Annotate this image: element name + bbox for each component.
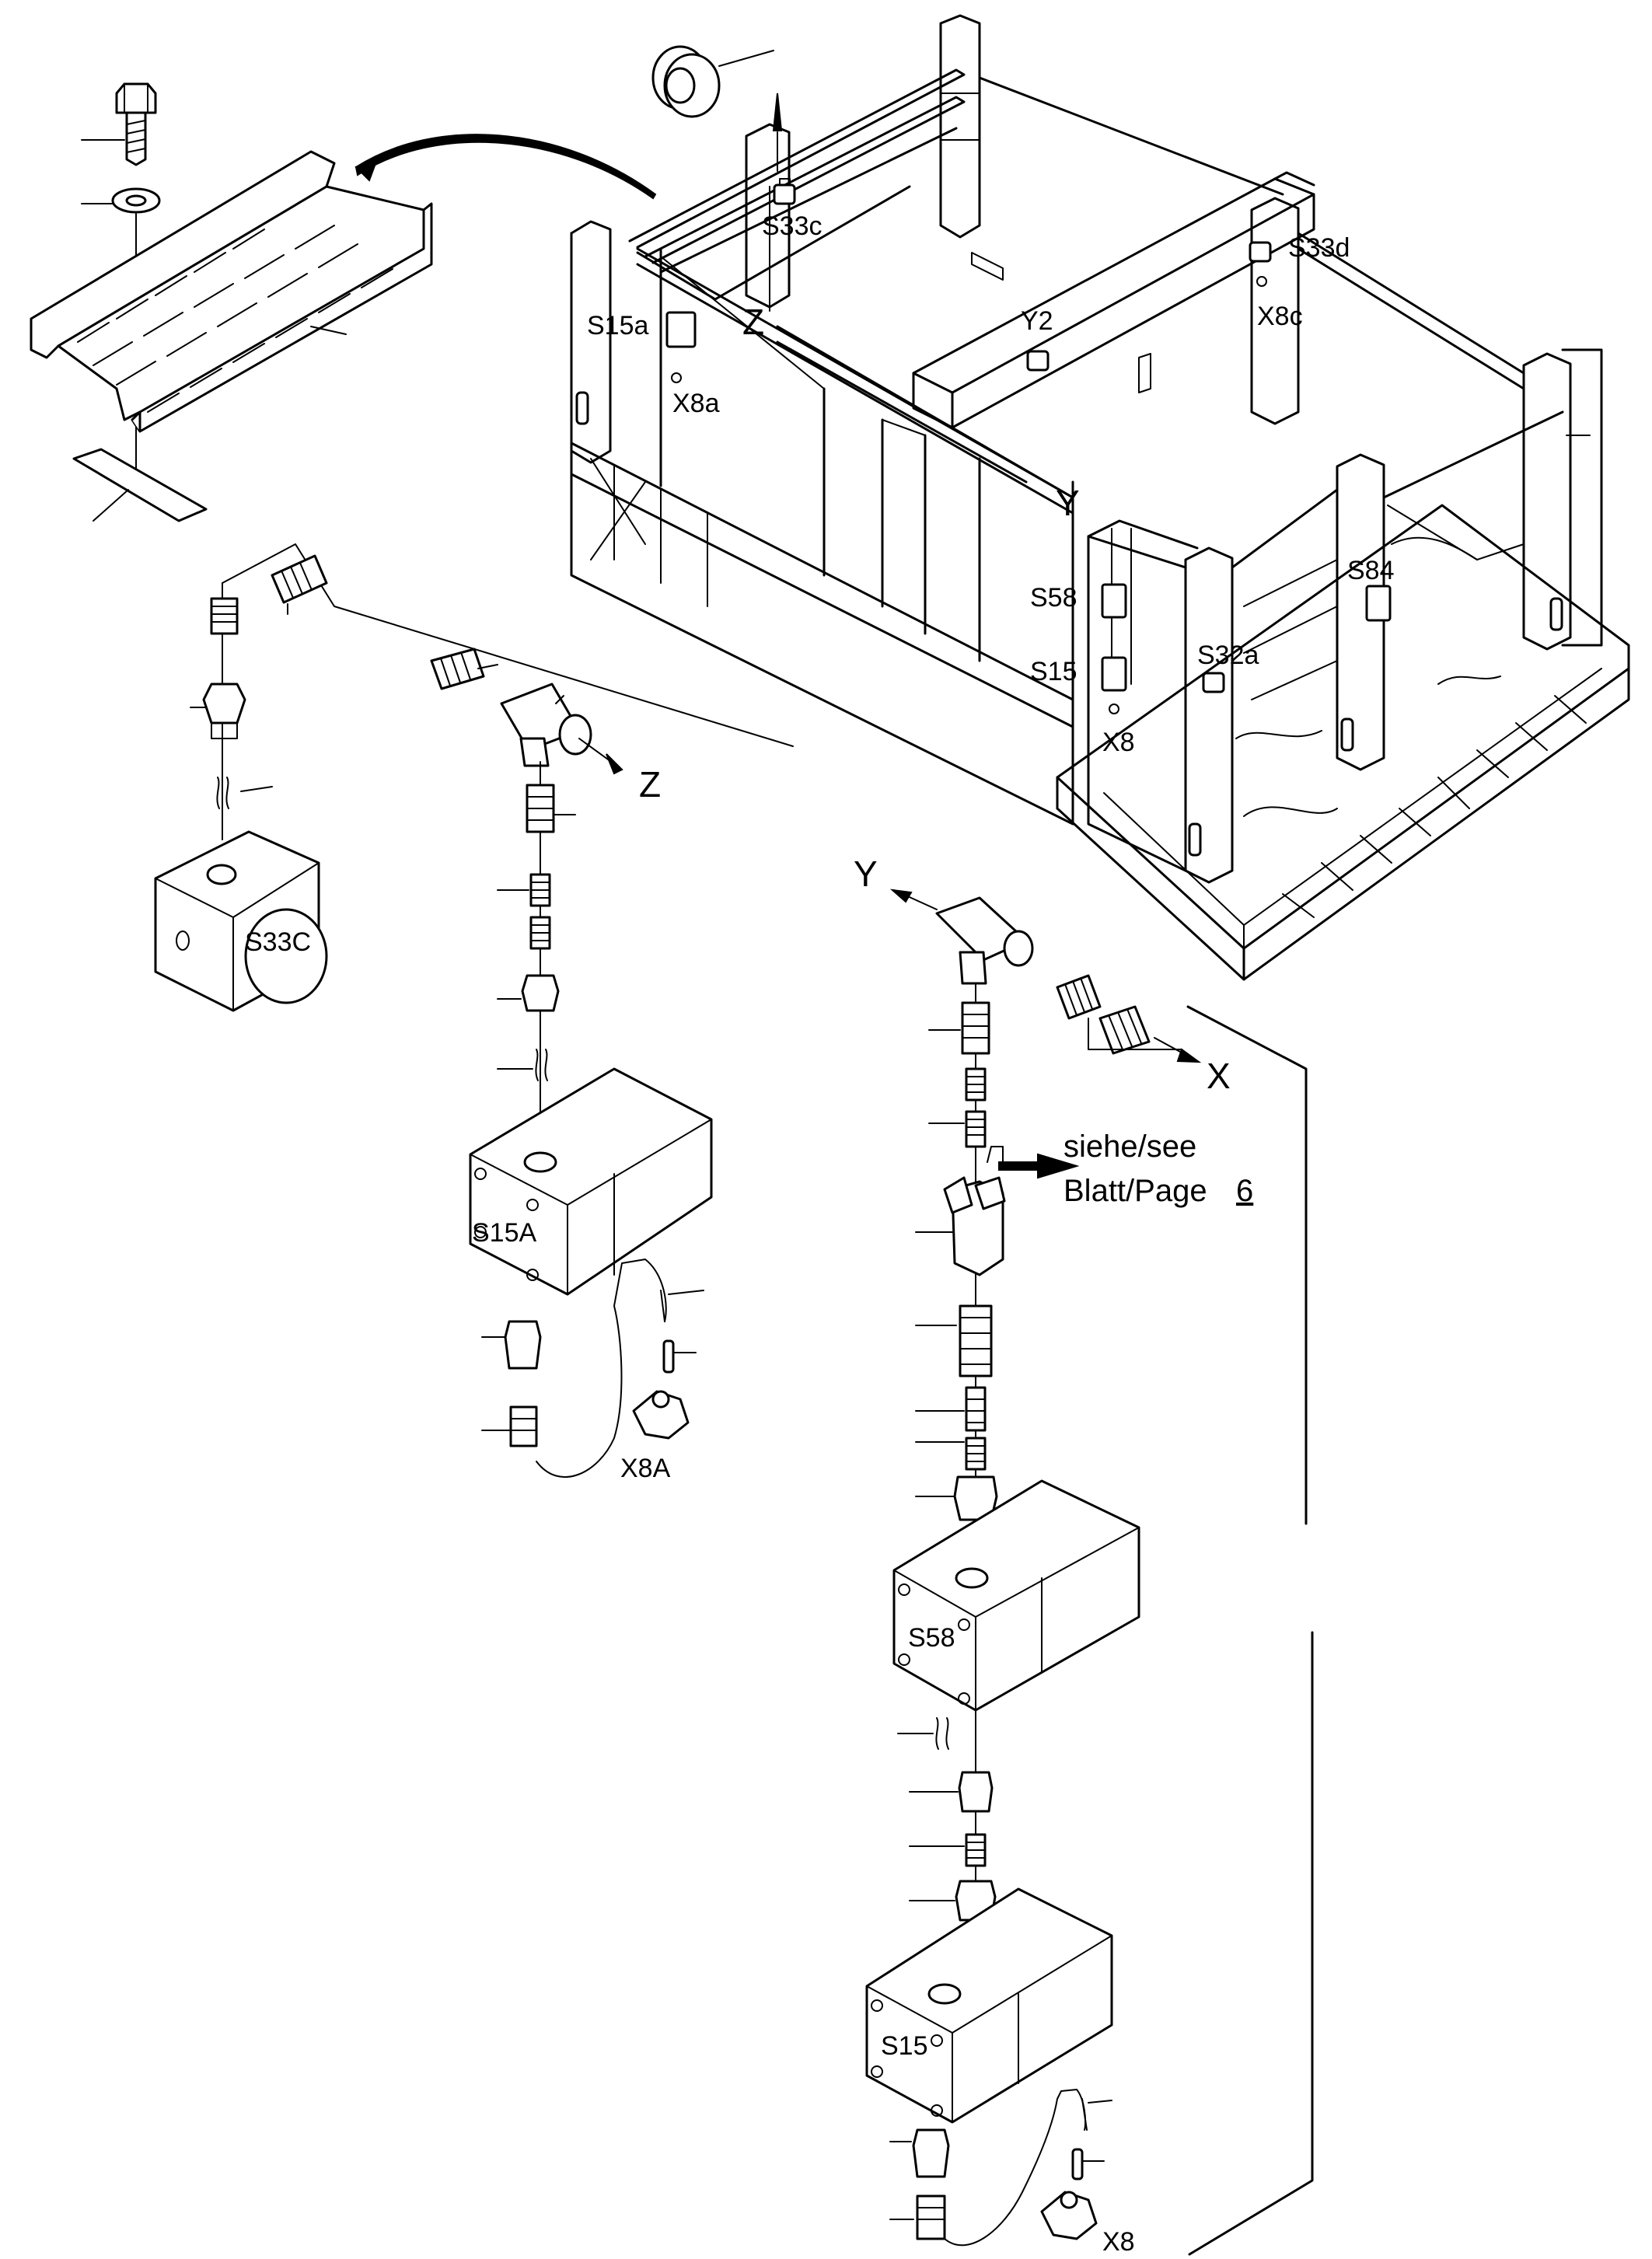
label-reference-page: 6 [1236, 1174, 1253, 1208]
label-z-frame: Z [742, 302, 764, 342]
conduit-s33c-lower [210, 597, 239, 635]
label-z-arrow: Z [639, 764, 661, 805]
conduit-x-2 [1098, 1005, 1151, 1055]
label-s33c: S33c [762, 211, 823, 241]
label-s15-box: S15 [881, 2031, 928, 2061]
nut-s15a-bottom [481, 1405, 538, 1447]
gland-s15a-bottom [481, 1320, 542, 1370]
conduit-s15a-mid [497, 873, 551, 907]
label-y-frame: Y [1056, 483, 1080, 523]
label-s84: S84 [1347, 556, 1395, 585]
arrow-z [578, 738, 623, 775]
gland-s15-bottom [889, 2128, 950, 2178]
conduit-right-3 [928, 1110, 987, 1148]
y-fitting [915, 1176, 1006, 1276]
conduit-s15a-lower [529, 916, 551, 950]
bolt [81, 82, 157, 166]
frame-sensor-s84 [1365, 585, 1392, 622]
frame-sensor-s32a [1202, 672, 1225, 693]
corrugated-conduit-s33c [271, 554, 328, 615]
label-s58-frame: S58 [1030, 583, 1077, 613]
conduit-right-5 [915, 1386, 987, 1432]
label-y2: Y2 [1021, 306, 1053, 336]
label-x8-connector: X8 [1102, 2227, 1135, 2257]
wire-end-s15a [497, 1049, 548, 1081]
frame-valve-y2 [1026, 350, 1050, 372]
conduit-x-1 [1056, 974, 1102, 1020]
conduit-s15-top [909, 1833, 987, 1867]
gland-s58 [915, 1475, 998, 1521]
label-reference-line1: siehe/see [1063, 1130, 1196, 1164]
washer [81, 187, 161, 214]
frame-sensor-s33d [1249, 241, 1272, 287]
label-x8-frame: X8 [1102, 728, 1135, 757]
conduit-right-4 [915, 1304, 993, 1377]
arrow-x [1088, 1018, 1202, 1063]
cable-x8a [536, 1259, 667, 1478]
conduit-s15a-upper [526, 784, 576, 833]
gland-s15-top [909, 1771, 994, 1813]
frame-sensor-s15 [1101, 656, 1127, 714]
label-s15a-box: S15A [472, 1218, 536, 1248]
label-s32a: S32a [1197, 641, 1259, 670]
reference-arrow [987, 1146, 1080, 1179]
label-x8a-connector: X8A [620, 1454, 671, 1483]
conduit-right-6 [915, 1437, 987, 1471]
conduit-right-2 [965, 1067, 987, 1102]
wire-tip-x8a [660, 1290, 704, 1322]
gland-s33c [190, 683, 246, 739]
sensor-box-s33c [154, 830, 328, 1012]
nut-s15-bottom [889, 2194, 946, 2240]
grouping-bracket [1186, 1005, 1314, 2256]
wire-tip-x8 [1081, 2098, 1112, 2131]
conduit-right-1 [928, 1001, 990, 1055]
support-strip [72, 448, 208, 522]
label-x-arrow: X [1207, 1056, 1231, 1096]
machine-frame [570, 14, 1630, 981]
pin-x8a [662, 1339, 697, 1374]
conduit-z [430, 648, 498, 690]
connector-x8a [632, 1390, 690, 1440]
wire-end-s33c [216, 777, 273, 809]
sensor-box-s58 [892, 1479, 1140, 1712]
frame-sensor-s58 [1101, 583, 1127, 619]
cable-tray-arrow [354, 134, 657, 200]
sensor-box-s15a [469, 1067, 713, 1296]
tee-fitting-z [500, 683, 592, 767]
label-s15-frame: S15 [1030, 657, 1077, 686]
label-s33c-box: S33C [245, 927, 311, 957]
arrow-y [889, 889, 938, 910]
label-x8a: X8a [672, 389, 720, 418]
tee-fitting-y [935, 896, 1034, 985]
wire-end-s58 [897, 1717, 949, 1750]
grommet [651, 45, 774, 118]
gland-s15a [497, 974, 560, 1012]
connector-x8 [1040, 2191, 1098, 2240]
label-y-arrow: Y [854, 854, 878, 894]
label-reference-line2: Blatt/Page [1063, 1174, 1207, 1208]
pin-x8 [1071, 2148, 1105, 2180]
reference-line2: Blatt/Page 6 [1063, 1174, 1253, 1208]
label-s33d: S33d [1288, 233, 1350, 263]
cable-tray [30, 150, 433, 433]
label-s58-box: S58 [908, 1623, 955, 1653]
frame-sensor-s15a [665, 311, 697, 383]
sensor-box-s15 [865, 1887, 1113, 2124]
label-s15a: S15a [587, 311, 648, 340]
frame-sensor-s33c [773, 178, 796, 205]
label-x8c: X8c [1257, 302, 1303, 331]
